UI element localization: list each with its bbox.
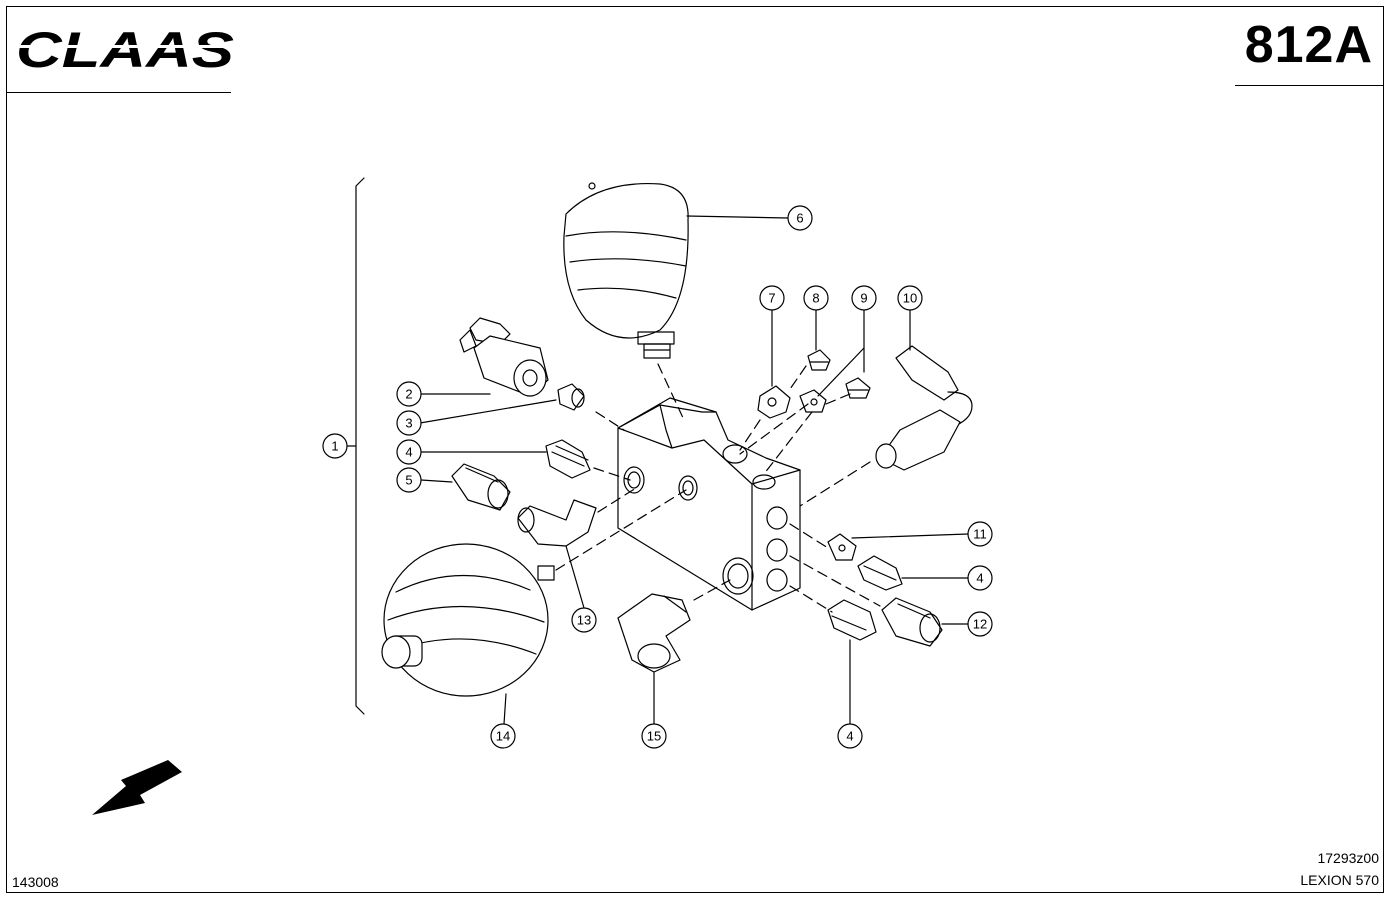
plug-8 [807,349,831,371]
callout-5-label: 5 [405,473,412,488]
valve-block [617,397,801,611]
callout-5: 5 [396,467,422,493]
accumulator-bottom [381,543,555,697]
callout-group: 1 2 3 4 5 6 7 8 9 10 11 4 12 13 14 15 4 [322,205,993,749]
union-bottom [827,599,877,641]
callout-14: 14 [490,723,516,749]
callout-7-label: 7 [768,291,775,306]
elbow-15 [617,593,691,673]
callout-1: 1 [322,433,348,459]
brand-wordmark: CLAAS [16,25,234,75]
callout-3-label: 3 [405,416,412,431]
callout-12: 12 [967,611,993,637]
footer-model: LEXION 570 [1300,872,1379,888]
callout-7: 7 [759,285,785,311]
pressure-switch [459,317,549,397]
callout-15: 15 [641,723,667,749]
footer-left-code: 143008 [12,874,59,890]
fitting-3 [557,383,585,411]
callout-9: 9 [851,285,877,311]
callout-4a: 4 [396,439,422,465]
footer-drawing-code: 17293z00 [1317,850,1379,866]
callout-2: 2 [396,381,422,407]
plug-7 [757,385,791,419]
sheet-number: 812A [1244,16,1373,74]
callout-4c: 4 [837,723,863,749]
callout-6: 6 [787,205,813,231]
assembly-axes [555,363,881,613]
callout-6-label: 6 [796,211,803,226]
callout-8-label: 8 [812,291,819,306]
elbow-13 [517,499,597,547]
union-right [857,555,903,591]
callout-11: 11 [967,521,993,547]
callout-1-label: 1 [331,439,338,454]
callout-15-label: 15 [647,729,661,744]
sensor-10 [875,345,973,471]
callout-8: 8 [803,285,829,311]
callout-13: 13 [571,607,597,633]
plug-9a [799,389,827,413]
logo-stripe [16,45,238,48]
callout-4c-label: 4 [846,729,853,744]
callout-10-label: 10 [903,291,917,306]
callout-2-label: 2 [405,387,412,402]
plug-9b [845,377,871,399]
assembly-bracket [355,177,365,715]
nut-5 [451,463,511,511]
plug-11 [827,533,857,561]
callout-12-label: 12 [973,617,987,632]
callout-4b-label: 4 [976,571,983,586]
callout-13-label: 13 [577,613,591,628]
callout-3: 3 [396,410,422,436]
callout-10: 10 [897,285,923,311]
leader-lines [419,215,969,725]
sheet-number-rule [1235,85,1383,86]
callout-14-label: 14 [496,729,510,744]
callout-4b: 4 [967,565,993,591]
callout-9-label: 9 [860,291,867,306]
callout-11-label: 11 [973,527,987,542]
direction-arrow-icon [92,760,182,815]
union-left [545,439,591,479]
accumulator-top [563,182,689,359]
logo-rule [7,92,231,93]
nut-12 [881,597,943,647]
claas-logo: CLAAS [16,25,238,75]
callout-4a-label: 4 [405,445,412,460]
